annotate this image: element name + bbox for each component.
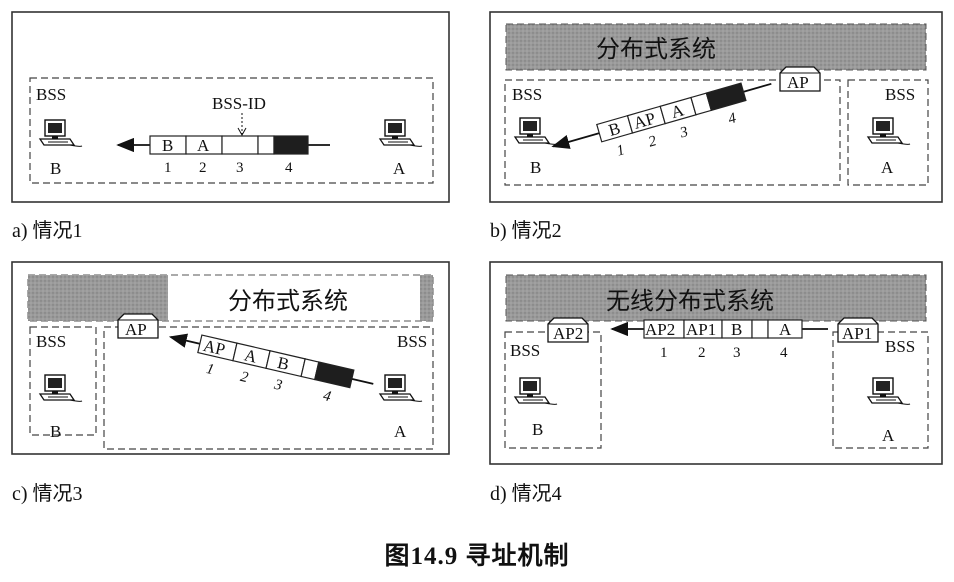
field-number: 3: [272, 377, 284, 395]
ap1-label: AP1: [842, 324, 872, 343]
computer-icon: [867, 117, 911, 146]
computer-icon: [39, 119, 83, 148]
bss-area-right: [103, 326, 434, 450]
panel-c-frame: [11, 261, 450, 455]
station-b-label: B: [530, 158, 541, 177]
panel-a-frame: [11, 11, 450, 203]
field-text: AP1: [686, 320, 716, 339]
field-number: 2: [239, 369, 250, 386]
field-text: B: [162, 136, 173, 155]
station-a-label: A: [394, 422, 407, 441]
bss-area-right: [847, 79, 929, 186]
computer-icon: [514, 117, 558, 146]
ap-label: AP: [787, 73, 809, 92]
caption-c: c) 情况3: [12, 482, 83, 505]
bss-id-label: BSS-ID: [212, 94, 266, 113]
panel-b-frame: [489, 11, 943, 203]
frame-body: [273, 135, 309, 155]
wireless-distribution-system: [505, 274, 927, 322]
bss-area: [29, 77, 434, 184]
panel-c: 分布式系统 BSS BSS AP B A AP A B 1 2 3 4: [11, 261, 450, 455]
station-b-label: B: [50, 159, 61, 178]
station-b-label: B: [532, 420, 543, 439]
ds-label: 分布式系统: [596, 36, 716, 63]
field-text: B: [276, 353, 291, 374]
field-number: 1: [660, 345, 668, 361]
bss-label: BSS: [885, 337, 915, 356]
computer-icon: [379, 374, 423, 403]
computer-icon: [867, 377, 911, 406]
panel-b: 分布式系统 BSS BSS AP B A B AP A 1 2 3 4: [489, 11, 943, 203]
frame-group: B AP A 1 2 3 4: [551, 82, 772, 160]
figure-title: 图14.9 寻址机制: [384, 543, 570, 570]
bss-area-left: [29, 326, 97, 436]
frame-field: [221, 135, 259, 155]
ds-shade-right: [420, 275, 433, 321]
ds-label: 分布式系统: [228, 288, 348, 315]
frame-body: [705, 82, 747, 112]
field-number: 1: [205, 361, 216, 378]
panel-a: BSS B A B A BSS-ID 1 2 3 4: [11, 11, 450, 203]
pointer-head: [237, 127, 247, 137]
computer-icon: [379, 119, 423, 148]
frame-field: [751, 319, 769, 339]
field-number: 4: [726, 110, 738, 128]
field-text: A: [779, 320, 792, 339]
frame-field: [767, 319, 803, 339]
caption-b: b) 情况2: [490, 219, 562, 242]
station-a-label: A: [882, 426, 895, 445]
field-number: 2: [199, 160, 207, 176]
computer-icon: [39, 374, 83, 403]
frame-body: [314, 361, 355, 389]
distribution-system: [505, 23, 927, 71]
field-number: 4: [321, 388, 332, 405]
field-text: A: [197, 136, 210, 155]
ds-label: 无线分布式系统: [606, 288, 774, 315]
field-number: 3: [733, 345, 741, 361]
bss-label: BSS: [397, 332, 427, 351]
field-number: 4: [780, 345, 788, 361]
field-text: B: [606, 119, 622, 140]
field-number: 2: [698, 345, 706, 361]
ap2-label: AP2: [553, 324, 583, 343]
station-b-label: B: [50, 422, 61, 441]
field-number: 2: [647, 133, 659, 151]
field-text: AP: [201, 336, 226, 359]
field-number: 1: [164, 160, 172, 176]
frame-group: AP A B 1 2 3 4: [168, 333, 374, 406]
field-text: B: [731, 320, 742, 339]
computer-icon: [514, 377, 558, 406]
field-text: A: [669, 100, 687, 122]
field-number: 1: [615, 142, 627, 159]
station-a-label: A: [881, 158, 894, 177]
field-number: 4: [285, 160, 293, 176]
caption-a: a) 情况1: [12, 219, 83, 242]
field-text: AP2: [645, 320, 675, 339]
field-text: A: [242, 345, 259, 366]
ds-shade-left: [28, 275, 168, 321]
frame-field: [257, 135, 275, 155]
bss-label: BSS: [512, 85, 542, 104]
ap-label: AP: [125, 320, 147, 339]
field-number: 3: [677, 124, 690, 142]
bss-label: BSS: [510, 341, 540, 360]
field-number: 3: [236, 160, 244, 176]
bss-area-right: [832, 331, 929, 449]
caption-d: d) 情况4: [490, 482, 562, 505]
panel-d-frame: [489, 261, 943, 465]
bss-label: BSS: [885, 85, 915, 104]
bss-area-left: [504, 79, 841, 186]
station-a-label: A: [393, 159, 406, 178]
bss-label: BSS: [36, 85, 66, 104]
panel-d: 无线分布式系统 BSS BSS AP2 AP1 B A AP2 AP1 B A …: [489, 261, 943, 465]
bss-label: BSS: [36, 332, 66, 351]
